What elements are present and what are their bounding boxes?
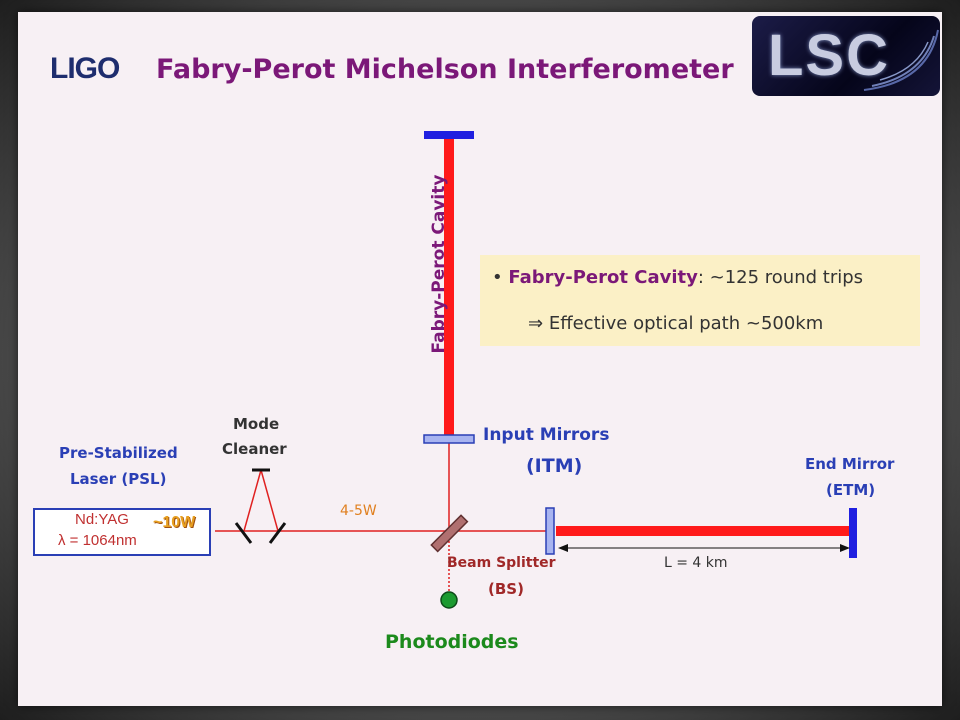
lsc-logo-text: LSC — [768, 23, 890, 88]
length-arrow-left-head — [558, 544, 568, 552]
itm-label: (ITM) — [526, 455, 583, 477]
mode-cleaner-label-2: Cleaner — [222, 440, 287, 458]
mode-cleaner-beam-right — [260, 469, 279, 532]
laser-type: Nd:YAG — [75, 511, 129, 528]
page-title: Fabry-Perot Michelson Interferometer — [156, 54, 734, 85]
length-label: L = 4 km — [664, 555, 728, 571]
mode-cleaner-label: Mode — [233, 415, 280, 433]
laser-power: ~10W — [153, 514, 196, 531]
info-line-2-text: Effective optical path ~500km — [548, 313, 824, 334]
etm-top-mirror — [424, 131, 474, 139]
info-term: Fabry-Perot Cavity — [508, 267, 698, 288]
end-mirror-label: End Mirror — [805, 455, 895, 473]
laser-box: Nd:YAG λ = 1064nm ~10W — [33, 508, 211, 556]
psl-label: Pre-Stabilized — [59, 444, 178, 462]
itm-vertical-mirror — [423, 434, 475, 444]
bullet: • — [492, 267, 503, 288]
ligo-logo: LIGO — [50, 52, 120, 85]
mode-cleaner-beam-left — [243, 469, 262, 532]
etm-label: (ETM) — [826, 481, 876, 499]
itm-horizontal-mirror — [545, 507, 555, 555]
bs-label: (BS) — [488, 580, 524, 598]
info-rest: : ~125 round trips — [697, 267, 864, 288]
power-in-label: 4-5W — [340, 503, 377, 519]
psl-label-2: Laser (PSL) — [70, 470, 167, 488]
mode-cleaner-left-mirror — [234, 522, 253, 544]
length-arrow-right-head — [840, 544, 850, 552]
laser-wavelength: λ = 1064nm — [58, 532, 137, 549]
beam-splitter-label: Beam Splitter — [447, 555, 556, 571]
lsc-swirl-icon — [863, 29, 939, 91]
photodiode — [440, 591, 458, 609]
fp-cavity-label: Fabry-Perot Cavity — [429, 174, 449, 354]
lsc-logo: LSC — [752, 16, 940, 96]
interferometer-diagram — [215, 131, 857, 609]
info-line-2: ⇒ Effective optical path ~500km — [528, 313, 823, 334]
info-line-1: • Fabry-Perot Cavity: ~125 round trips — [492, 267, 863, 288]
etm-right-mirror — [849, 508, 857, 558]
slide: LIGO Fabry-Perot Michelson Interferomete… — [18, 12, 942, 706]
photodiodes-label: Photodiodes — [385, 631, 519, 653]
beam-splitter — [430, 514, 469, 553]
info-box: • Fabry-Perot Cavity: ~125 round trips ⇒… — [480, 255, 920, 346]
implies-arrow-icon: ⇒ — [528, 313, 544, 334]
input-mirrors-label: Input Mirrors — [483, 425, 610, 445]
mode-cleaner-right-mirror — [268, 522, 287, 544]
